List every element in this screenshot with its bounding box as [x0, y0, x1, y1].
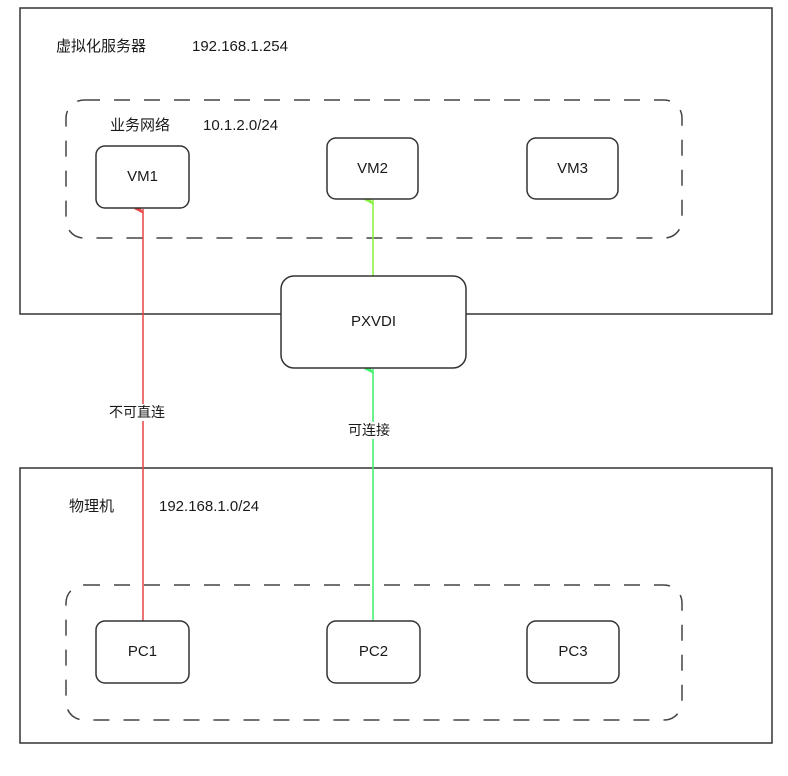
- pc2-node[interactable]: [326, 620, 421, 684]
- physical-title: 物理机: [69, 498, 115, 515]
- pc3-node[interactable]: [526, 620, 620, 684]
- edge-pc2-pxvdi-label: 可连接: [347, 422, 391, 439]
- vm3-label: VM3: [557, 160, 588, 177]
- vm2-node[interactable]: [326, 137, 419, 200]
- edge-pc1-vm1-label: 不可直连: [108, 404, 166, 421]
- vm3-node[interactable]: [526, 137, 619, 200]
- server-title: 虚拟化服务器: [56, 38, 147, 55]
- pc1-label: PC1: [127, 643, 158, 660]
- pc2-label: PC2: [358, 643, 389, 660]
- server-ip: 192.168.1.254: [192, 38, 288, 55]
- pc3-label: PC3: [558, 643, 588, 660]
- vm1-label: VM1: [127, 168, 158, 185]
- pxvdi-node[interactable]: [280, 275, 467, 369]
- pc1-node[interactable]: [95, 620, 190, 684]
- physical-container: [19, 467, 773, 744]
- business-network-title: 业务网络: [110, 117, 171, 134]
- business-network-group: [65, 99, 683, 239]
- vm1-node[interactable]: [95, 145, 190, 209]
- physical-ip: 192.168.1.0/24: [159, 498, 260, 515]
- vm2-label: VM2: [357, 160, 388, 177]
- business-network-subnet: 10.1.2.0/24: [203, 117, 279, 134]
- pc-group: [65, 584, 683, 721]
- pxvdi-label: PXVDI: [350, 313, 396, 330]
